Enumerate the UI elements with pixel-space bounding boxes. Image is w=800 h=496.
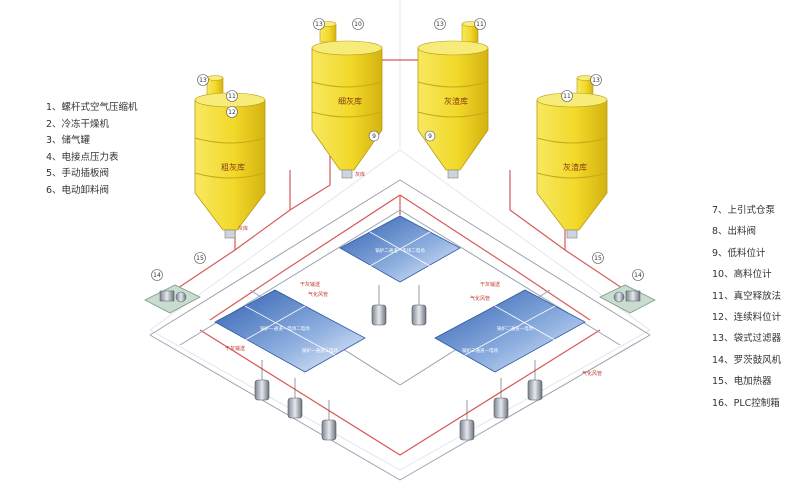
hopper-label-2: 锅炉一通道一电场二电场 [260, 325, 310, 332]
callout-9-fine: 9 [368, 130, 380, 142]
roots-blower-right [599, 284, 656, 314]
pump-left-1 [254, 360, 270, 401]
svg-text:11: 11 [228, 93, 236, 100]
svg-text:11: 11 [563, 93, 571, 100]
red-pipes [159, 59, 641, 456]
hopper-label-5: 锅炉三通道一电场 [462, 347, 498, 354]
silo-fine-ash: 细灰库 [311, 21, 383, 179]
callout-11-slag: 11 [474, 18, 486, 30]
svg-text:11: 11 [476, 21, 484, 28]
legend-item: 1、螺杆式空气压缩机 [46, 102, 138, 113]
pump-tanks [254, 285, 543, 441]
callout-13-fine: 13 [313, 18, 325, 30]
silo-1-label: 粗灰库 [221, 162, 245, 172]
pump-right-1 [527, 360, 543, 401]
pipe-labels: 灰库 干灰输送 气化风管 灰库 气化风管 干灰输送 干灰输送 气化风管 [225, 171, 602, 377]
legend-item: 10、高料位计 [712, 269, 772, 281]
callout-13-coarse: 13 [197, 74, 209, 86]
pipe-network [149, 59, 651, 481]
pipe-label-6: 干灰输送 [480, 281, 500, 288]
legend-item: 6、电动卸料阀 [46, 184, 110, 196]
svg-text:13: 13 [436, 21, 444, 28]
callout-11-coarse: 11 [226, 90, 238, 102]
pipe-label-2: 干灰输送 [300, 281, 320, 288]
callout-13-right: 13 [590, 74, 602, 86]
svg-text:9: 9 [372, 133, 376, 140]
callout-9-slag: 9 [424, 130, 436, 142]
legend-item: 9、低料位计 [712, 247, 766, 259]
pipe-label-5: 气化风管 [470, 295, 490, 302]
legend-item: 13、袋式过滤器 [712, 333, 782, 345]
svg-text:15: 15 [196, 255, 204, 262]
legend-item: 2、冷冻干燥机 [46, 118, 110, 130]
pump-right-2 [493, 378, 509, 419]
callout-13-slag: 13 [434, 18, 446, 30]
svg-text:15: 15 [594, 255, 602, 262]
pipe-label-3: 气化风管 [308, 291, 328, 298]
pipe-label-1: 灰库 [238, 225, 248, 232]
legend-item: 8、出料阀 [712, 226, 757, 238]
callout-14-left: 14 [151, 269, 163, 281]
svg-text:13: 13 [199, 77, 207, 84]
legend-right: 7、上引式仓泵 8、出料阀 9、低料位计 10、高料位计 11、真空释放法 12… [712, 200, 781, 414]
pipe-label-7: 干灰输送 [225, 345, 245, 352]
legend-item: 11、真空释放法 [712, 290, 782, 302]
hopper-group-left: 锅炉一通道一电场二电场 锅炉一通道三电场 [214, 289, 366, 373]
legend-item: 16、PLC控制箱 [712, 397, 780, 409]
callout-10-fine: 10 [352, 18, 364, 30]
silo-slag-center: 灰渣库 [417, 21, 489, 179]
callout-15-right: 15 [592, 252, 604, 264]
callout-15-left: 15 [194, 252, 206, 264]
hopper-group-top: 锅炉二通道一电场二电场 [339, 215, 461, 283]
callout-11-right: 11 [561, 90, 573, 102]
legend-item: 12、连续料位计 [712, 311, 782, 323]
hopper-group-right: 锅炉二通道一电场 锅炉三通道一电场 [434, 289, 586, 373]
hopper-label-4: 锅炉二通道一电场 [497, 325, 533, 332]
legend-item: 7、上引式仓泵 [712, 205, 776, 216]
svg-text:14: 14 [634, 272, 642, 279]
svg-text:14: 14 [153, 272, 161, 279]
silo-4-label: 灰渣库 [563, 162, 587, 172]
callouts: 13 10 13 11 13 11 12 13 [151, 18, 644, 281]
legend-item: 3、储气罐 [46, 135, 91, 147]
pipe-label-4: 灰库 [355, 171, 365, 178]
svg-text:13: 13 [592, 77, 600, 84]
legend-item: 5、手动插板阀 [46, 168, 110, 180]
legend-item: 4、电接点压力表 [46, 151, 119, 163]
hopper-label-1: 锅炉二通道一电场二电场 [375, 247, 425, 254]
svg-text:10: 10 [354, 21, 362, 28]
pump-right-3 [459, 400, 475, 441]
svg-text:12: 12 [228, 109, 236, 116]
callout-14-right: 14 [632, 269, 644, 281]
roots-blower-left [144, 284, 201, 314]
pump-top-1 [371, 285, 387, 326]
pump-left-3 [321, 400, 337, 441]
callout-12-coarse: 12 [226, 106, 238, 118]
hopper-label-3: 锅炉一通道三电场 [302, 347, 338, 354]
pipe-label-8: 气化风管 [582, 370, 602, 377]
silo-slag-right: 灰渣库 [536, 75, 608, 239]
svg-text:13: 13 [315, 21, 323, 28]
silo-2-label: 细灰库 [338, 96, 362, 106]
silo-3-label: 灰渣库 [444, 96, 468, 106]
legend-left: 1、螺杆式空气压缩机 2、冷冻干燥机 3、储气罐 4、电接点压力表 5、手动插板… [46, 100, 138, 200]
pump-top-2 [411, 285, 427, 326]
legend-item: 15、电加热器 [712, 376, 772, 388]
svg-text:9: 9 [428, 133, 432, 140]
legend-item: 14、罗茨鼓风机 [712, 354, 782, 366]
pump-left-2 [287, 378, 303, 419]
